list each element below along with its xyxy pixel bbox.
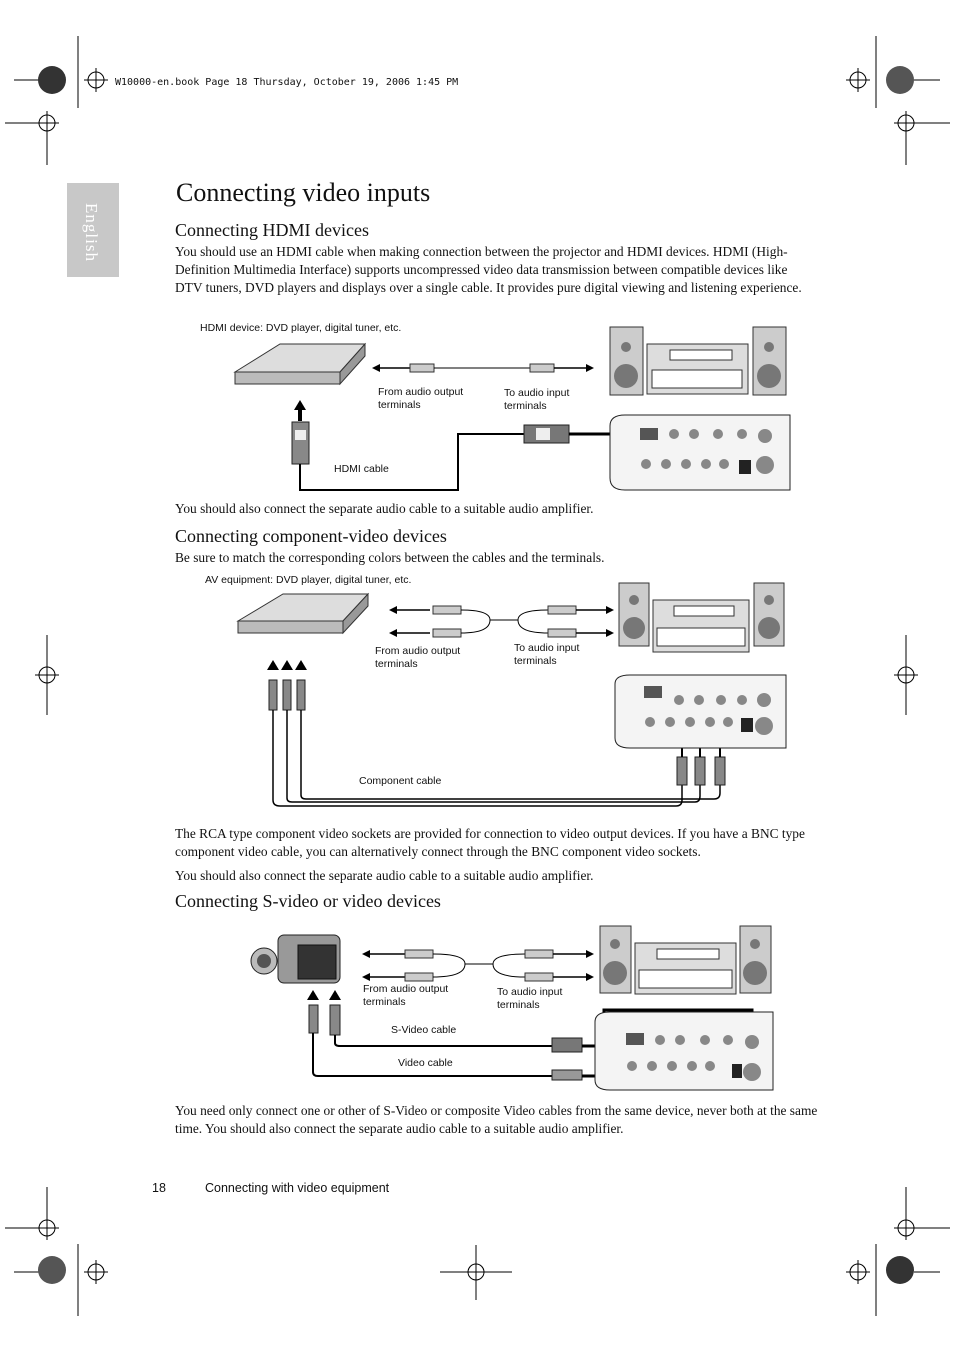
page-title: Connecting video inputs [176, 178, 431, 207]
page-number: 18 [152, 1181, 166, 1195]
arrow-right-icon [554, 364, 594, 372]
amplifier-icon [646, 343, 749, 395]
speaker-icon [739, 925, 772, 994]
svideo-heading: Connecting S-video or video devices [175, 891, 441, 911]
component-cable-label: Component cable [359, 775, 442, 787]
language-tab-label: English [82, 203, 101, 262]
arrow-left-icon [389, 606, 430, 614]
rca-plug-icon [551, 1069, 583, 1081]
component-note-1: The RCA type component video sockets are… [175, 826, 805, 859]
arrow-right-icon [553, 950, 594, 958]
speaker-icon [609, 326, 644, 396]
speaker-icon [618, 582, 650, 647]
dvd-player-icon [236, 592, 370, 635]
svideo-plug-icon [551, 1037, 583, 1053]
speaker-icon [753, 582, 785, 647]
camcorder-icon [250, 934, 341, 984]
arrow-right-icon [576, 606, 614, 614]
arrow-left-icon [362, 973, 405, 981]
hdmi-heading: Connecting HDMI devices [175, 220, 369, 240]
speaker-icon [752, 326, 787, 396]
svideo-to-audio-label: To audio input terminals [497, 986, 563, 1011]
dvd-player-icon [233, 342, 367, 386]
component-to-audio-label: To audio input terminals [514, 642, 580, 667]
arrow-up-icon [307, 990, 341, 1000]
arrow-left-icon [372, 364, 410, 372]
svideo-cable-label: S-Video cable [391, 1024, 457, 1036]
hdmi-device-label: HDMI device: DVD player, digital tuner, … [200, 322, 402, 334]
arrow-left-icon [362, 950, 405, 958]
projector-panel-icon [609, 414, 791, 491]
rca-plug-icon [308, 1004, 319, 1034]
svideo-note: You need only connect one or other of S-… [175, 1103, 818, 1136]
print-header: W10000-en.book Page 18 Thursday, October… [115, 77, 459, 88]
arrow-right-icon [553, 973, 594, 981]
arrow-up-icon [267, 660, 307, 670]
language-tab: English [67, 183, 119, 277]
projector-panel-icon [614, 674, 787, 749]
arrow-left-icon [389, 629, 430, 637]
amplifier-icon [634, 942, 737, 995]
arrow-up-icon [294, 400, 306, 421]
hdmi-to-audio-label: To audio input terminals [504, 387, 570, 412]
component-device-label: AV equipment: DVD player, digital tuner,… [205, 574, 412, 586]
projector-panel-icon [594, 1011, 774, 1091]
component-note-2: You should also connect the separate aud… [175, 868, 594, 883]
component-paragraph: Be sure to match the corresponding color… [175, 550, 605, 565]
video-cable-label: Video cable [398, 1057, 453, 1069]
hdmi-plug-icon [523, 424, 570, 444]
hdmi-audio-note: You should also connect the separate aud… [175, 501, 594, 516]
footer-section-title: Connecting with video equipment [205, 1181, 390, 1195]
hdmi-from-audio-label: From audio output terminals [378, 386, 464, 411]
arrow-right-icon [576, 629, 614, 637]
component-heading: Connecting component-video devices [175, 526, 447, 546]
hdmi-cable-label: HDMI cable [334, 463, 389, 475]
svideo-from-audio-label: From audio output terminals [363, 983, 449, 1008]
speaker-icon [599, 925, 632, 994]
svideo-plug-icon [329, 1004, 341, 1036]
hdmi-paragraph: You should use an HDMI cable when making… [175, 244, 802, 295]
amplifier-icon [652, 599, 750, 653]
component-from-audio-label: From audio output terminals [375, 645, 461, 670]
registration-mark-icon [38, 66, 914, 1284]
